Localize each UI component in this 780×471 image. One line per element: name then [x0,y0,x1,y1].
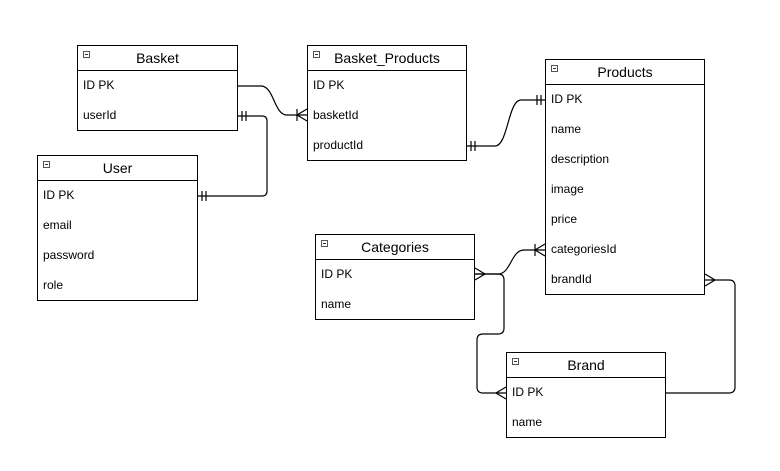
crowfoot-marker [533,243,546,257]
entity-title: Basket_Products [334,50,440,66]
field-row: role [43,278,64,292]
connector-categories-brand [475,273,506,394]
field-row: image [551,182,584,196]
entity-header[interactable]: Basket [78,46,237,71]
entity-basket[interactable]: Basket ID PK userId [77,45,238,131]
one-marker [470,141,476,151]
field-row: brandId [551,272,592,286]
field-row: userId [83,108,117,122]
field-row: password [43,248,95,262]
collapse-icon[interactable] [551,65,558,72]
crowfoot-marker [494,386,507,400]
entity-header[interactable]: User [38,156,197,181]
entity-user[interactable]: User ID PK email password role [37,155,198,301]
collapse-icon[interactable] [83,51,90,58]
field-row: ID PK [313,78,345,92]
field-row: ID PK [551,92,583,106]
collapse-icon[interactable] [43,161,50,168]
field-row: name [321,297,352,311]
entity-categories[interactable]: Categories ID PK name [315,234,475,320]
crowfoot-marker [295,108,308,122]
entity-title: Basket [136,50,179,66]
connector-basket-user [198,115,268,197]
field-row: name [512,415,543,429]
entity-title: User [102,160,133,176]
connector-basket-basket-products [238,85,307,116]
crowfoot-marker [704,273,717,287]
field-row: basketId [313,108,359,122]
entity-header[interactable]: Categories [316,235,474,260]
entity-title: Products [597,64,653,80]
field-row: ID PK [321,267,353,281]
field-row: ID PK [83,78,115,92]
collapse-icon[interactable] [313,51,320,58]
entity-basket-products[interactable]: Basket_Products ID PK basketId productId [307,45,467,161]
field-row: ID PK [43,188,75,202]
entity-header[interactable]: Basket_Products [308,46,466,71]
field-row: ID PK [512,385,544,399]
field-row: description [551,152,610,166]
entity-header[interactable]: Products [546,60,704,85]
entity-brand[interactable]: Brand ID PK name [506,352,666,438]
connector-basket-products-products [467,99,545,147]
field-row: price [551,212,578,226]
field-row: productId [313,138,364,152]
collapse-icon[interactable] [512,358,519,365]
one-marker [241,111,247,121]
entity-title: Categories [361,239,429,255]
one-marker [536,95,542,105]
field-row: name [551,122,582,136]
field-row: email [43,218,72,232]
one-marker [201,191,207,201]
entity-header[interactable]: Brand [507,353,665,378]
entity-title: Brand [567,357,605,373]
field-row: categoriesId [551,242,617,256]
entity-products[interactable]: Products ID PK name description image pr… [545,59,705,295]
collapse-icon[interactable] [321,240,328,247]
connector-products-brand [666,279,736,394]
